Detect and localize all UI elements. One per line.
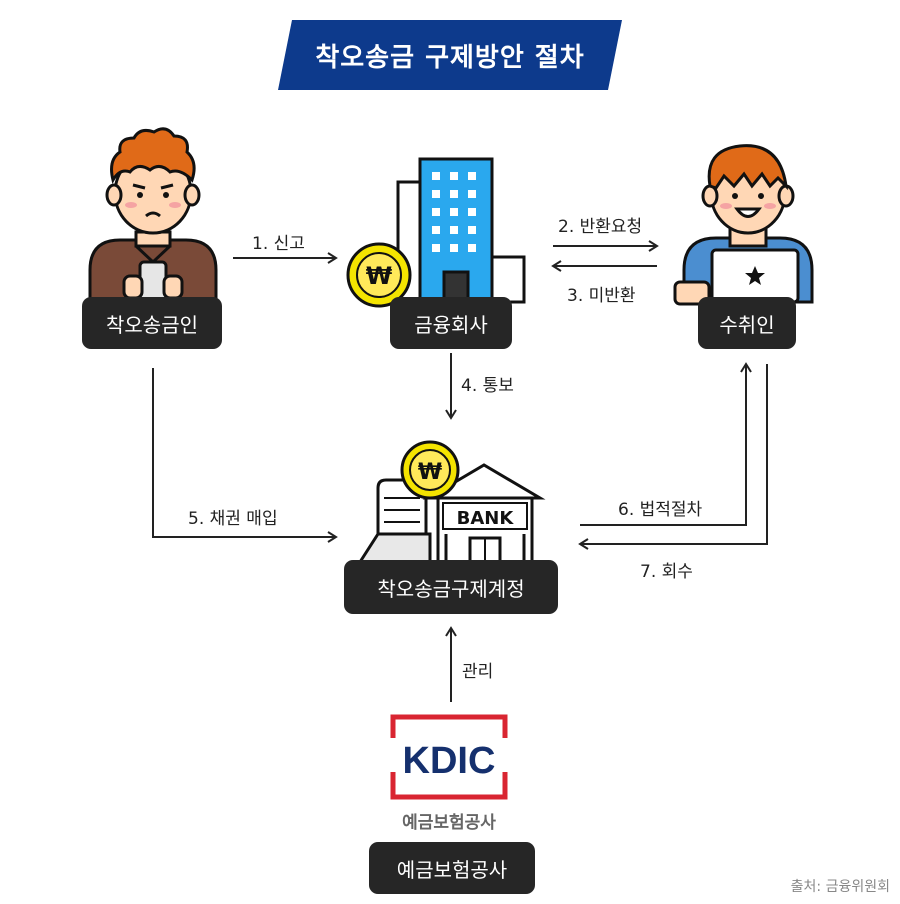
node-recipient: 수취인 xyxy=(698,297,796,349)
label-not-returned: 3. 미반환 xyxy=(567,286,636,306)
kdic-logo: KDIC xyxy=(390,714,508,800)
arrows xyxy=(152,240,768,702)
node-financial-company: 금융회사 xyxy=(390,297,512,349)
relief-account-illustration: BANK ₩ xyxy=(357,440,546,566)
page-title: 착오송금 구제방안 절차 xyxy=(315,42,585,73)
node-kdic: 예금보험공사 xyxy=(369,842,535,894)
won-coin-symbol: ₩ xyxy=(366,262,393,290)
label-notice: 4. 통보 xyxy=(461,376,514,396)
label-return-request: 2. 반환요청 xyxy=(558,217,643,237)
financial-company-illustration: ₩ xyxy=(346,157,526,308)
title-banner xyxy=(278,20,622,90)
node-sender: 착오송금인 xyxy=(82,297,222,349)
label-recovery: 7. 회수 xyxy=(640,562,693,582)
kdic-logo-subtitle: 예금보험공사 xyxy=(402,813,496,833)
source-note: 출처: 금융위원회 xyxy=(790,879,890,895)
kdic-logo-text: KDIC xyxy=(403,740,496,782)
label-legal-procedure: 6. 법적절차 xyxy=(618,500,703,520)
won-coin-symbol-2: ₩ xyxy=(418,460,442,485)
arrow-bond-purchase xyxy=(152,368,338,543)
recipient-illustration xyxy=(673,144,814,306)
sender-illustration xyxy=(88,127,218,302)
arrow-legal-procedure xyxy=(580,362,752,526)
node-relief-account: 착오송금구제계정 xyxy=(344,560,558,614)
label-management: 관리 xyxy=(462,662,494,682)
label-bond-purchase: 5. 채권 매입 xyxy=(188,509,278,529)
bank-sign: BANK xyxy=(457,508,515,529)
label-report: 1. 신고 xyxy=(252,234,305,254)
arrow-recovery xyxy=(578,364,768,550)
